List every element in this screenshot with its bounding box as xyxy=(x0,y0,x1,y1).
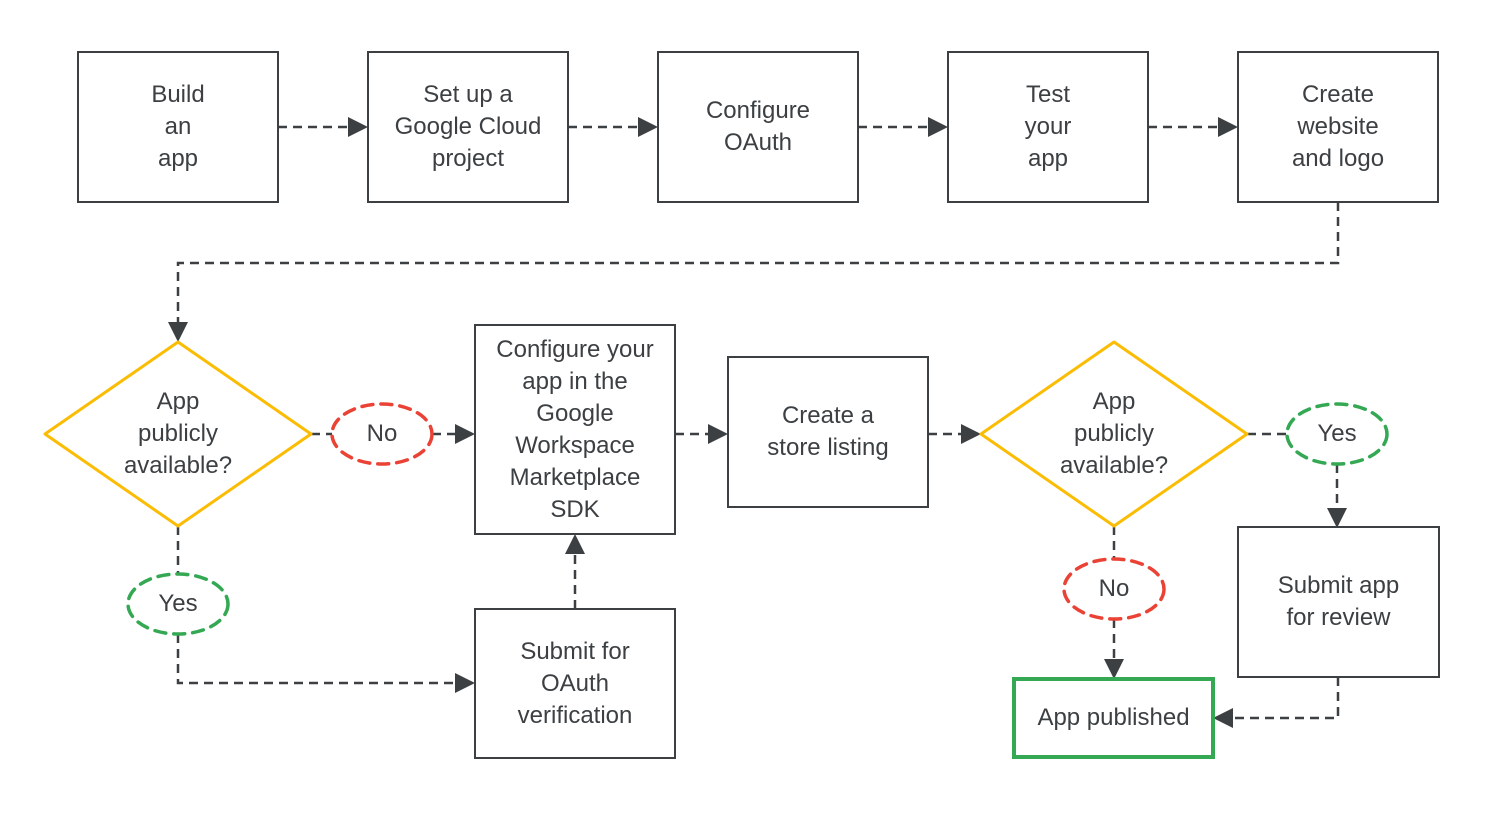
arrowhead-into-published-top xyxy=(1104,659,1124,679)
connector-website-to-decision1 xyxy=(176,202,1340,322)
arrowhead-into-published-right xyxy=(1213,708,1233,728)
edge-label-yes1-oval xyxy=(126,572,230,636)
edge-label-yes2-oval xyxy=(1285,402,1389,466)
node-decision2-diamond xyxy=(979,340,1249,528)
arrowhead-into-sdk-from-below xyxy=(565,534,585,554)
arrowhead-into-submit-oauth xyxy=(455,673,475,693)
edge-label-no2-oval xyxy=(1062,557,1166,621)
arrowhead-into-oauth xyxy=(638,117,658,137)
node-submit-review-box xyxy=(1237,526,1440,678)
edge-label-no1-oval xyxy=(330,402,434,466)
node-configure-oauth-box xyxy=(657,51,859,203)
node-app-published-box xyxy=(1012,677,1215,759)
node-decision1-diamond xyxy=(43,340,313,528)
arrowhead-into-decision1 xyxy=(168,322,188,342)
node-setup-project-box xyxy=(367,51,569,203)
node-submit-oauth-box xyxy=(474,608,676,759)
arrowhead-into-decision2 xyxy=(961,424,981,444)
arrowhead-into-test xyxy=(928,117,948,137)
arrowhead-into-review xyxy=(1327,508,1347,528)
connector-yes1-to-submit-oauth xyxy=(176,634,455,685)
arrowhead-into-website xyxy=(1218,117,1238,137)
node-store-listing-box xyxy=(727,356,929,508)
arrowhead-into-setup xyxy=(348,117,368,137)
arrowhead-into-store xyxy=(708,424,728,444)
node-test-app-box xyxy=(947,51,1149,203)
connector-review-to-published xyxy=(1233,677,1340,720)
node-build-app-box xyxy=(77,51,279,203)
arrowhead-into-sdk xyxy=(455,424,475,444)
node-create-website-box xyxy=(1237,51,1439,203)
node-sdk-box xyxy=(474,324,676,535)
